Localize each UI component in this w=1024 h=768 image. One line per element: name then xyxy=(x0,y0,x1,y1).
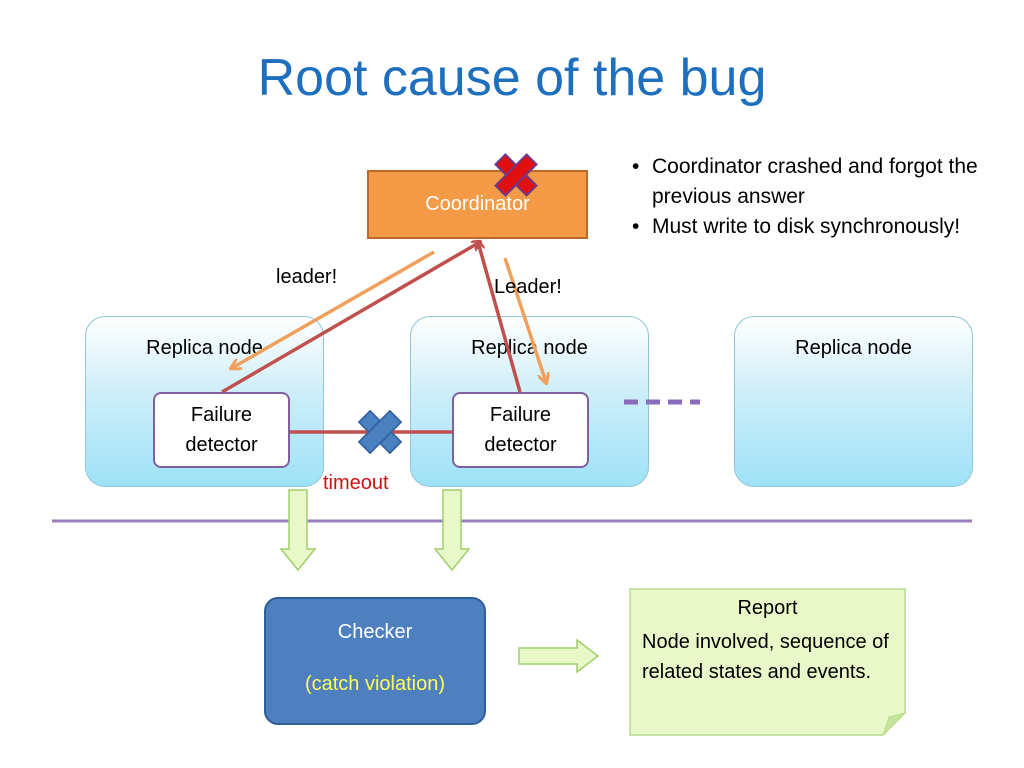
bullet-text: Must write to disk synchronously! xyxy=(652,215,961,238)
slide-title: Root cause of the bug xyxy=(257,49,767,107)
report-title: Report xyxy=(737,597,798,619)
failure-detector-line2: detector xyxy=(484,434,557,456)
request-arrow-left xyxy=(221,242,480,394)
replica-node-label: Replica node xyxy=(471,337,588,359)
failure-detector-1: Failure detector xyxy=(153,392,290,468)
coordinator-box: Coordinator xyxy=(367,170,588,239)
coordinator-label: Coordinator xyxy=(425,193,530,215)
bullet-item: • Must write to disk synchronously! xyxy=(632,212,1024,242)
failure-detector-2: Failure detector xyxy=(452,392,589,468)
report-body: Node involved, sequence of related state… xyxy=(642,631,889,683)
bullet-item: • Coordinator crashed and forgot the pre… xyxy=(632,152,1024,212)
checker-box: Checker (catch violation) xyxy=(264,597,486,725)
report-note: Report Node involved, sequence of relate… xyxy=(630,589,905,735)
checker-sublabel: (catch violation) xyxy=(304,673,446,695)
replica-node-2: Replica node xyxy=(410,316,649,487)
bullet-dot-icon: • xyxy=(632,155,640,178)
bullet-dot-icon: • xyxy=(632,215,640,238)
bullet-text: Coordinator crashed and forgot the previ… xyxy=(652,155,978,208)
request-arrow-right xyxy=(478,242,522,393)
crash-icon xyxy=(494,153,538,197)
leader-label-left: leader! xyxy=(276,266,338,288)
report-note-fold xyxy=(882,712,907,736)
down-arrow-left xyxy=(279,489,317,572)
bullet-list: • Coordinator crashed and forgot the pre… xyxy=(632,152,1024,242)
down-arrow-right xyxy=(433,489,471,572)
failure-detector-line1: Failure xyxy=(489,404,552,426)
failure-detector-line2: detector xyxy=(185,434,258,456)
link-cut-icon xyxy=(357,409,403,455)
replica-node-label: Replica node xyxy=(795,337,912,359)
leader-label-right: Leader! xyxy=(494,276,562,298)
reply-arrow-right xyxy=(503,257,546,382)
checker-label: Checker xyxy=(337,621,413,643)
replica-node-label: Replica node xyxy=(146,337,263,359)
replica-node-3: Replica node xyxy=(734,316,973,487)
failure-detector-line1: Failure xyxy=(190,404,253,426)
right-arrow xyxy=(518,638,600,674)
reply-arrow-left xyxy=(232,250,435,368)
timeout-label: timeout xyxy=(323,472,389,494)
